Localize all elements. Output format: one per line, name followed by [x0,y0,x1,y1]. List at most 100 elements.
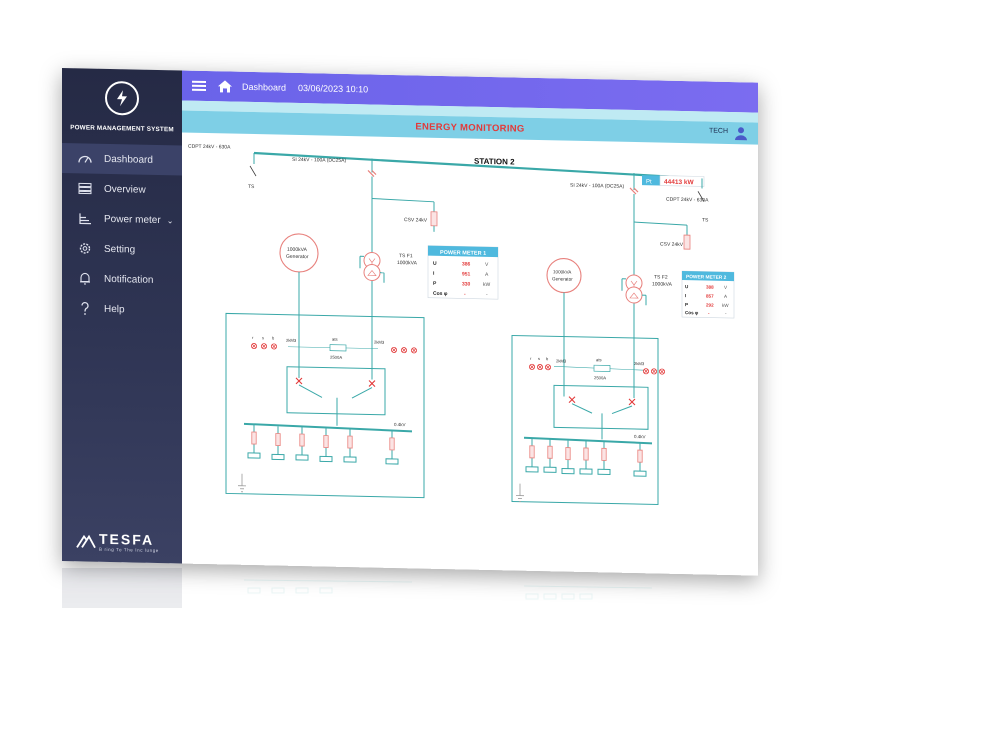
meter1-value-i: 951 [462,271,471,277]
ts-left-label: TS [248,184,255,190]
sidebar-item-label: Help [104,303,125,315]
meter1-value-p: 330 [462,281,471,287]
transformer-right [621,274,647,306]
home-icon[interactable] [216,77,234,95]
sidebar-item-label: Dashboard [104,153,153,166]
sidebar-nav: Dashboard Overview Power meter ⌄ Settin [62,143,182,326]
system-title: POWER MANAGEMENT SYSTEM [70,124,174,134]
meter1-key-p: P [433,281,437,287]
brand-name: TESFA [99,530,155,548]
user-icon[interactable] [734,126,748,141]
brand-tagline: B ring To The Inc lunge [99,546,159,554]
meter1-unit-cos: - [486,292,488,298]
meter2-key-cos: Cos φ [685,310,699,315]
phase-r-label: r [252,335,254,340]
kv-left-label: 2kM3 [286,338,297,343]
kv-right-label-2: 2kM3 [634,361,645,366]
meter1-unit-p: kW [483,282,490,288]
breadcrumb[interactable]: Dashboard [242,81,287,93]
meter2-unit-cos: - [725,311,727,316]
sidebar-item-label: Setting [104,243,136,256]
single-line-diagram: STATION 2 Pt 44413 kW CDPT 24kV - 630A T… [188,144,735,506]
sidebar-item-setting[interactable]: Setting [62,233,182,266]
brand-mark-icon [76,534,96,548]
ats-left-name: ats [332,337,338,342]
station-label: STATION 2 [474,157,515,167]
transformer-left-name: TS F1 [399,253,413,259]
main-content: Dashboard 03/06/2023 10:10 ENERGY MONITO… [182,70,758,576]
transformer-right-rating: 1000kVA [652,281,673,287]
meter1-key-u: U [433,261,437,267]
meter1-unit-i: A [485,272,489,278]
logo: POWER MANAGEMENT SYSTEM [62,68,182,134]
bell-icon [76,271,94,285]
ats-left-rating: 2500A [330,355,342,360]
bus-left-label: 0.4kV [394,422,406,427]
csv-left-label: CSV 24kV [404,217,428,223]
power-meter-1[interactable]: POWER METER 1 U 386 V I 951 A P 330 kW C… [427,245,499,300]
ats-right-name: ats [596,357,602,362]
generator-right-name: Generator [552,276,573,281]
user-role: TECH [708,127,728,135]
brand-logo: TESFA B ring To The Inc lunge [76,530,159,553]
bus-right-label: 0.4kV [634,434,646,439]
phase-b-label: b [272,335,275,340]
meter1-value-u: 386 [462,261,471,267]
lightning-icon [105,80,139,116]
switchboard-left: ats 2500A 2kM3 2kM3 r s b 0.4kV [225,312,425,499]
monitoring-header: ENERGY MONITORING TECH [182,110,758,145]
total-power-box: Pt 44413 kW [642,175,705,187]
sidebar-item-dashboard[interactable]: Dashboard [62,143,182,176]
meter1-key-cos: Cos φ [433,291,448,297]
kv-right-label: 2kM3 [556,358,567,363]
transformer-left [359,252,385,283]
meter1-key-i: I [433,271,435,277]
meter2-unit-p: kW [722,303,729,308]
sidebar: POWER MANAGEMENT SYSTEM Dashboard Overvi… [62,68,182,564]
menu-icon[interactable] [190,77,208,95]
generator-left-name: Generator [286,254,309,260]
list-icon [76,181,94,195]
phase-b-label-right: b [546,356,549,361]
meter2-value-p: 292 [706,303,714,308]
power-meter-2[interactable]: POWER METER 2 U 388 V I 857 A P 292 kW C… [681,270,735,319]
generator-left-rating: 1000kVA [287,247,308,253]
meter2-key-i: I [685,293,686,298]
monitoring-title: ENERGY MONITORING [415,120,525,135]
switchboard-right: ats 2500A 2kM3 2kM3 r s b 0.4kV [511,334,666,506]
transformer-left-rating: 1000kVA [397,260,418,266]
meter2-title: POWER METER 2 [686,274,727,281]
sidebar-item-power-meter[interactable]: Power meter ⌄ [62,203,182,236]
ats-right-rating: 2500A [594,375,606,380]
datetime: 03/06/2023 10:10 [298,82,369,95]
sidebar-item-overview[interactable]: Overview [62,173,182,206]
meter1-value-cos: - [464,291,466,297]
cdpt-left-label: CDPT 24kV - 630A [188,144,231,151]
gear-icon [76,241,94,255]
meter2-key-u: U [685,284,689,289]
meter2-unit-u: V [724,285,728,290]
meter2-key-p: P [685,302,688,307]
ts-right-label: TS [702,217,709,223]
generator-right-rating: 1000kVA [553,269,572,274]
cdpt-right-label: CDPT 24kV - 630A [666,197,709,204]
meter2-unit-i: A [724,294,728,299]
meter2-value-i: 857 [706,294,714,299]
si-right-label: SI 24kV - 100A (DC25A) [570,183,625,190]
phase-s-label-right: s [538,356,540,361]
chevron-down-icon[interactable]: ⌄ [166,215,174,225]
total-power-value: 44413 kW [664,179,694,187]
tree-icon [76,211,94,225]
kv-left-label-2: 2kM3 [374,340,385,345]
sidebar-item-help[interactable]: Help [62,293,182,326]
sidebar-item-label: Power meter [104,213,161,226]
meter1-title: POWER METER 1 [440,250,486,257]
csv-right-label: CSV 24kV [660,242,684,248]
top-bar: Dashboard 03/06/2023 10:10 [182,70,758,113]
question-icon [76,301,94,315]
sidebar-item-notification[interactable]: Notification [62,263,182,296]
sidebar-item-label: Overview [104,183,146,196]
meter2-value-u: 388 [706,285,714,290]
gauge-icon [76,151,94,165]
sidebar-item-label: Notification [104,273,154,286]
